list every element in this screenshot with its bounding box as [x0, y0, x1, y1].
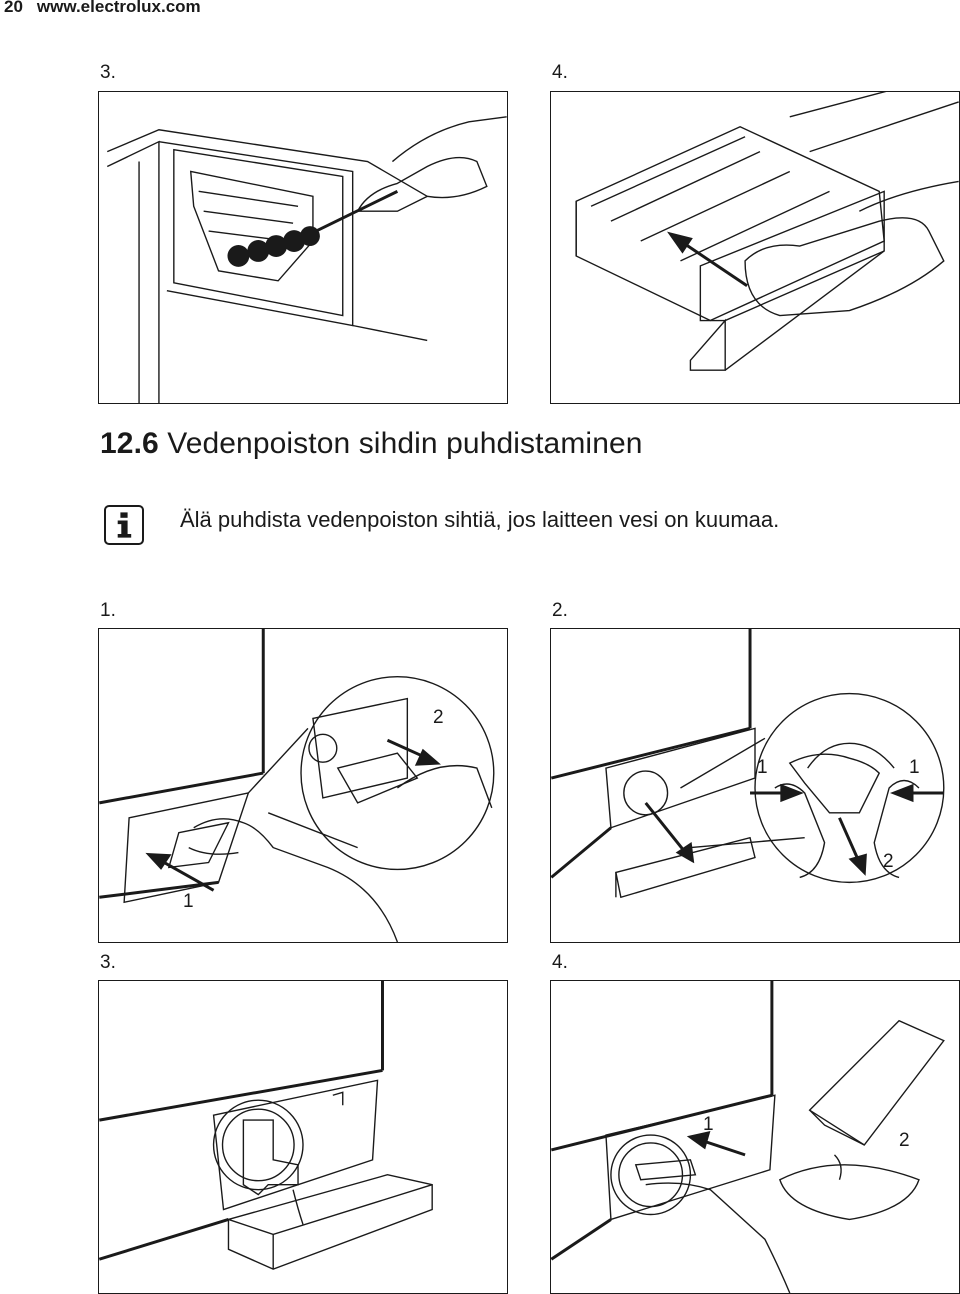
step-label-2: 2.: [552, 600, 568, 621]
illustration-brush-cleaning: [98, 91, 508, 404]
callout-label: 1: [757, 757, 768, 778]
step-label-top-4: 4.: [552, 62, 568, 83]
open-flap-drawing: [99, 629, 495, 942]
step-label-1: 1.: [100, 600, 116, 621]
callout-label: 1: [909, 757, 920, 778]
illustration-drain-filter: 1 1 2: [550, 628, 960, 943]
step-label-3: 3.: [100, 952, 116, 973]
callout-label: 2: [883, 851, 894, 872]
insert-dispenser-drawing: [575, 92, 959, 371]
callout-label: 1: [183, 891, 194, 912]
section-title: 12.6 Vedenpoiston sihdin puhdistaminen: [100, 427, 643, 461]
illustration-pour-water: 1 2: [550, 980, 960, 1294]
section-number: 12.6: [100, 427, 159, 460]
website-url: www.electrolux.com: [36, 0, 201, 16]
brush-cleaning-drawing: [106, 116, 507, 403]
section-title-text: Vedenpoiston sihdin puhdistaminen: [167, 427, 643, 460]
info-note-text: Älä puhdista vedenpoiston sihtiä, jos la…: [180, 507, 780, 532]
illustration-open-flap: 2 1: [98, 628, 508, 943]
page-header: 20 www.electrolux.com: [4, 0, 201, 17]
illustration-water-draining: [98, 980, 508, 1294]
step-label-4: 4.: [552, 952, 568, 973]
info-icon-glyph: [117, 512, 132, 538]
illustration-insert-dispenser: [550, 91, 960, 404]
drain-filter-drawing: [551, 629, 945, 899]
callout-label: 1: [703, 1114, 714, 1135]
callout-label: 2: [899, 1130, 910, 1151]
info-icon: [104, 505, 144, 545]
step-label-top-3: 3.: [100, 62, 116, 83]
pour-water-drawing: [551, 981, 945, 1293]
water-draining-drawing: [99, 981, 433, 1270]
callout-label: 2: [433, 707, 444, 728]
page-number: 20: [4, 0, 23, 16]
